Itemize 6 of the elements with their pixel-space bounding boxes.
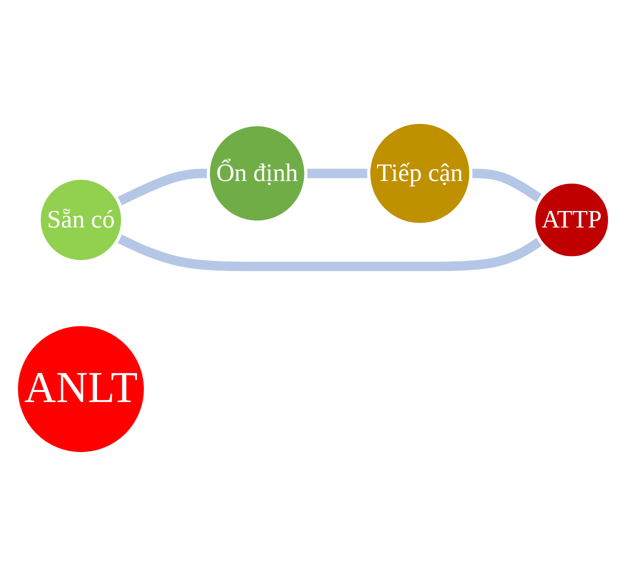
connector: [470, 168, 543, 203]
node-circle: [206, 123, 308, 224]
connector: [116, 234, 543, 272]
connector: [116, 168, 208, 206]
node-circle: [38, 176, 124, 264]
connector: [306, 168, 369, 178]
